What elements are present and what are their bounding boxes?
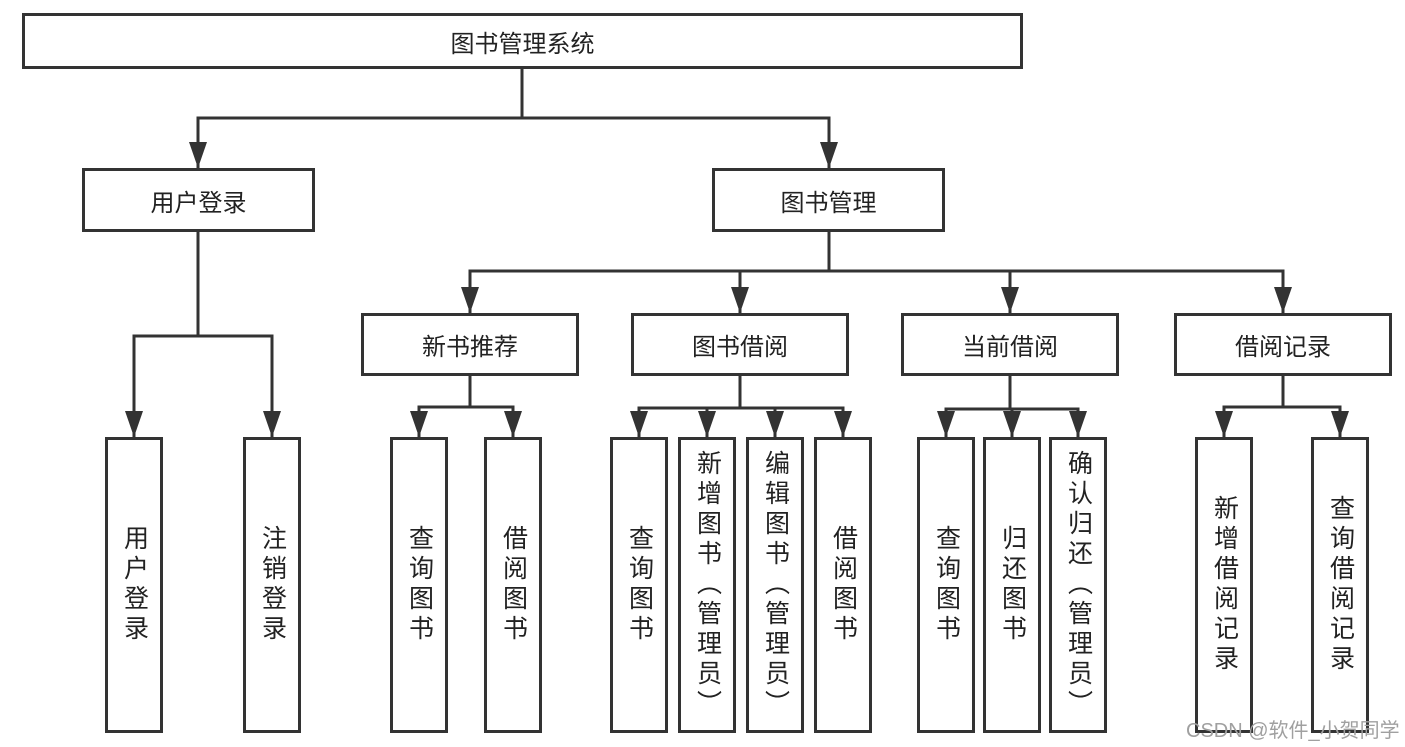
leaf-label: 查询图书 xyxy=(405,525,434,645)
leaf-query-books: 查询图书 xyxy=(390,437,448,733)
section-borrowing-records: 借阅记录 xyxy=(1174,313,1392,376)
leaf-label: 查询借阅记录 xyxy=(1326,495,1355,675)
leaf-label: 用户登录 xyxy=(120,525,149,645)
csdn-watermark: CSDN @软件_小贺同学 xyxy=(1186,720,1400,742)
leaf-borrow-books: 借阅图书 xyxy=(814,437,872,733)
leaf-label: 归还图书 xyxy=(998,525,1027,645)
leaf-query-borrow-record: 查询借阅记录 xyxy=(1311,437,1369,733)
branch-book-management: 图书管理 xyxy=(712,168,945,232)
leaf-add-borrow-record: 新增借阅记录 xyxy=(1195,437,1253,733)
section-book-borrowing: 图书借阅 xyxy=(631,313,849,376)
leaf-query-books: 查询图书 xyxy=(610,437,668,733)
leaf-label: 借阅图书 xyxy=(499,525,528,645)
leaf-logout: 注销登录 xyxy=(243,437,301,733)
leaf-label: 借阅图书 xyxy=(829,525,858,645)
leaf-label: 新增图书（管理员） xyxy=(693,450,722,720)
leaf-edit-books-admin: 编辑图书（管理员） xyxy=(746,437,804,733)
leaf-confirm-return-admin: 确认归还（管理员） xyxy=(1049,437,1107,733)
leaf-label: 注销登录 xyxy=(258,525,287,645)
leaf-user-login: 用户登录 xyxy=(105,437,163,733)
leaf-return-books: 归还图书 xyxy=(983,437,1041,733)
leaf-label: 查询图书 xyxy=(625,525,654,645)
leaf-label: 查询图书 xyxy=(932,525,961,645)
leaf-query-books: 查询图书 xyxy=(917,437,975,733)
leaf-borrow-books: 借阅图书 xyxy=(484,437,542,733)
root-node-library-system: 图书管理系统 xyxy=(22,13,1023,69)
leaf-label: 编辑图书（管理员） xyxy=(761,450,790,720)
branch-user-login: 用户登录 xyxy=(82,168,315,232)
leaf-label: 新增借阅记录 xyxy=(1210,495,1239,675)
section-new-book-recommend: 新书推荐 xyxy=(361,313,579,376)
section-current-borrowing: 当前借阅 xyxy=(901,313,1119,376)
leaf-add-books-admin: 新增图书（管理员） xyxy=(678,437,736,733)
leaf-label: 确认归还（管理员） xyxy=(1064,450,1093,720)
